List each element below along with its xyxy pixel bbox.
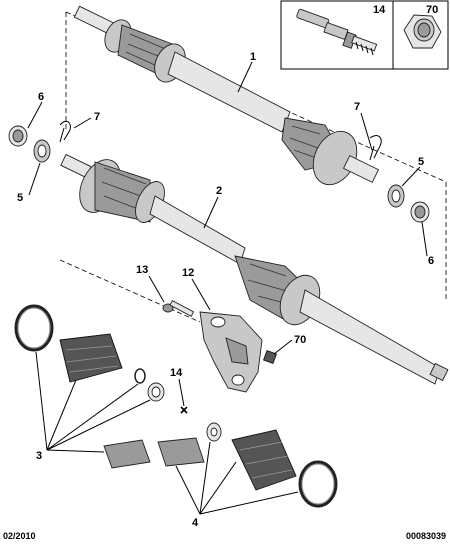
bolt-13 <box>162 299 195 317</box>
driveshaft-1 <box>73 5 380 186</box>
pin-7-right <box>369 135 382 161</box>
nut-6-right <box>410 201 430 223</box>
callout-7-right: 7 <box>354 101 360 113</box>
callout-6-left: 6 <box>38 91 44 103</box>
bearing-bracket-12 <box>199 311 263 393</box>
callout-70-inset: 70 <box>426 4 438 16</box>
callout-70: 70 <box>294 334 306 346</box>
inset-box: 14 70 <box>280 0 449 70</box>
nut-70 <box>263 350 277 364</box>
callout-5-left: 5 <box>17 192 23 204</box>
inset-bolt-part-14 <box>296 8 378 56</box>
footer-reference-number: 00083039 <box>405 531 446 541</box>
callout-2: 2 <box>216 185 222 197</box>
washer-5-right <box>387 184 405 208</box>
stud-14 <box>180 406 188 414</box>
callout-4: 4 <box>192 517 199 529</box>
leader-lines <box>27 61 428 515</box>
callout-7-left: 7 <box>94 111 100 123</box>
callout-1: 1 <box>250 51 256 63</box>
washer-5-left <box>33 139 51 163</box>
callout-14: 14 <box>170 367 183 379</box>
footer-date: 02/2010 <box>3 531 36 541</box>
boot-kit-4 <box>206 422 338 508</box>
nut-6-left <box>8 125 28 147</box>
callout-6-right: 6 <box>428 255 434 267</box>
callout-12: 12 <box>182 267 194 279</box>
callout-14-inset: 14 <box>373 4 386 16</box>
callout-5-right: 5 <box>418 156 424 168</box>
inset-nut-part-70 <box>403 14 442 49</box>
pin-7-left <box>59 120 71 143</box>
driveshaft-2 <box>60 153 449 385</box>
boot-kit-3 <box>14 304 205 469</box>
callout-13: 13 <box>136 264 148 276</box>
callout-3: 3 <box>36 450 42 462</box>
